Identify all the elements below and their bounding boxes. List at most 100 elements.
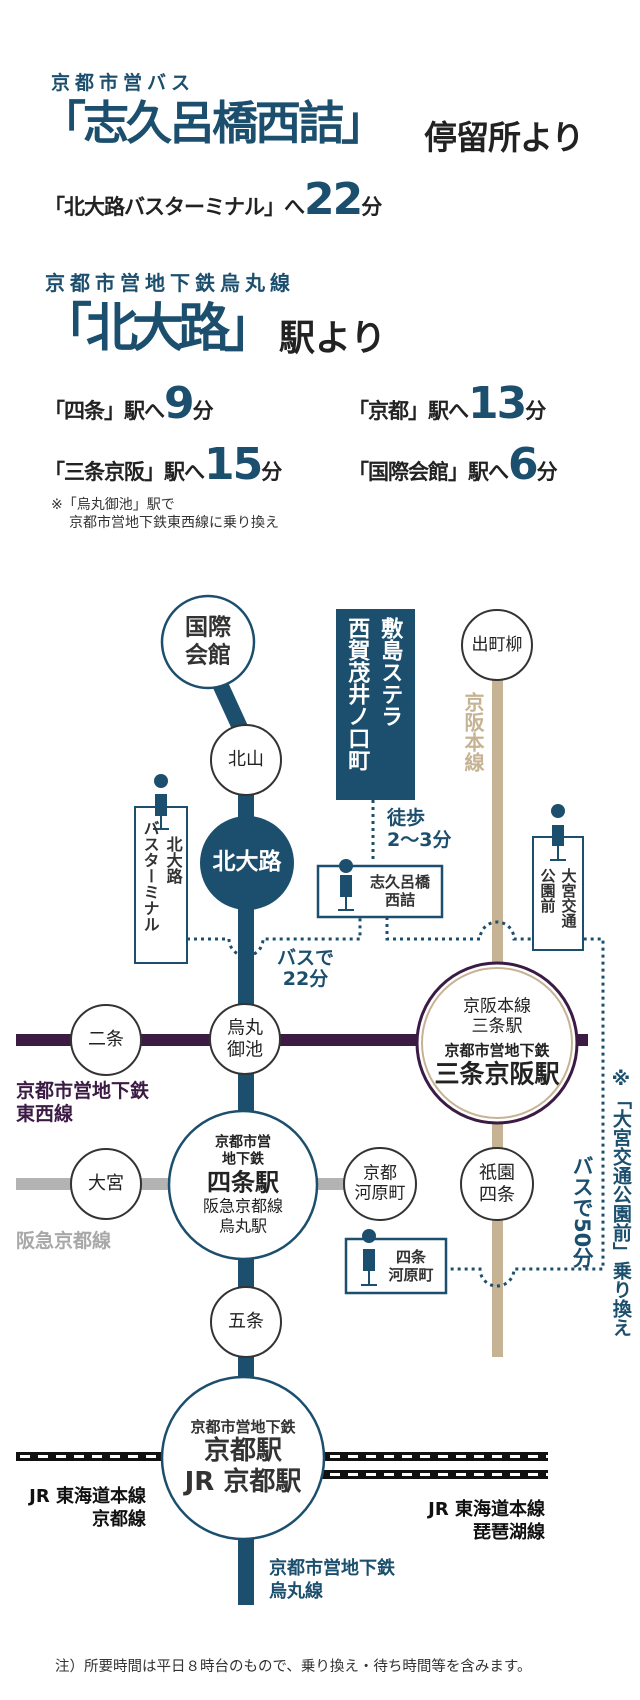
property-name-line2: 西賀茂井ノ口町: [344, 617, 370, 771]
station-gion-shijo-label: 祇園四条: [479, 1162, 515, 1205]
bus-operator-label: 京都市営バス: [51, 72, 196, 94]
destination-label: 「京都」駅へ: [348, 399, 469, 423]
label-line: JR 東海道本線: [29, 1486, 146, 1507]
station-gojo-label: 五条: [228, 1311, 264, 1333]
station-sanjo-keihan[interactable]: [415, 961, 579, 1125]
label-line: バスで: [277, 947, 335, 969]
bus-route-time: 「北大路バスターミナル」へ 22 分: [44, 174, 382, 225]
station-omiya[interactable]: [70, 1148, 142, 1220]
note-line: ※「烏丸御池」駅で: [51, 497, 175, 513]
station-suffix: 駅より: [279, 318, 387, 359]
bus-stop-shikuro-box[interactable]: [316, 864, 444, 919]
station-demachiyanagi[interactable]: [461, 609, 533, 681]
label-line: 四条: [479, 1184, 515, 1205]
time-to-kokusai-kaikan: 「国際会館」駅へ 6 分: [348, 439, 558, 490]
label-line: 22分: [282, 967, 329, 990]
station-kokusai-kaikan-label: 国際会館: [185, 614, 231, 669]
time-to-sanjo-keihan: 「三条京阪」駅へ 15 分: [44, 439, 282, 490]
footer-note: 注）所要時間は平日８時台のもので、乗り換え・待ち時間等を含みます。: [55, 1659, 532, 1675]
station-demachiyanagi-label: 出町柳: [471, 634, 523, 655]
label-line: 烏丸駅: [218, 1216, 268, 1236]
minutes-value: 15: [204, 439, 263, 490]
station-kawaramachi[interactable]: [343, 1147, 417, 1221]
station-kitayama-label: 北山: [228, 749, 264, 771]
label-line: 京都駅: [203, 1435, 282, 1466]
bus-stop-omiya-label-1: 大宮交通: [559, 868, 578, 928]
property-box: [336, 609, 415, 800]
jr-biwako-line-label: JR 東海道本線琵琶湖線: [428, 1499, 545, 1544]
station-karasuma-oike[interactable]: [209, 1003, 281, 1075]
bus-stop-suffix: 停留所より: [424, 118, 584, 157]
label-line: 西詰: [384, 891, 416, 909]
jr-kyoto-line-label: JR 東海道本線京都線: [29, 1486, 146, 1531]
destination-label: 「三条京阪」駅へ: [44, 460, 205, 484]
bus-stop-omiya-label-2: 公園前: [538, 868, 557, 913]
tozai-line-label: 京都市営地下鉄東西線: [16, 1080, 149, 1126]
label-line: 徒歩: [387, 807, 426, 829]
bus-route-destination: 「北大路バスターミナル」へ: [44, 195, 305, 219]
bus-stop-icon: [338, 859, 354, 911]
label-line: 三条京阪駅: [434, 1059, 560, 1089]
station-title: 「北大路」: [40, 299, 276, 359]
bus-route-omiya: [385, 917, 605, 1288]
label-line: 烏丸: [227, 1017, 263, 1039]
time-to-shijo: 「四条」駅へ 9 分: [44, 378, 214, 429]
label-line: 京都市営地下鉄: [190, 1417, 296, 1436]
station-kitaoji[interactable]: [200, 816, 294, 910]
minutes-value: 9: [164, 378, 195, 429]
minutes-unit: 分: [261, 460, 282, 484]
bus-stop-title: 「志久呂橋西詰」: [40, 96, 387, 150]
station-sanjo-keihan-label: 京阪本線 三条駅 京都市営地下鉄 三条京阪駅: [434, 997, 559, 1090]
label-line: 祇園: [479, 1162, 515, 1184]
label-line: 京都市営地下鉄: [269, 1558, 395, 1579]
bus-stop-icon: [361, 1229, 377, 1286]
station-gion-shijo[interactable]: [460, 1147, 534, 1221]
minutes-unit: 分: [525, 399, 546, 423]
station-nijo[interactable]: [70, 1004, 142, 1076]
label-line: 会館: [185, 642, 231, 668]
minutes-unit: 分: [192, 399, 214, 423]
minutes-unit: 分: [536, 460, 558, 484]
station-shijo-label: 京都市営 地下鉄 四条駅 阪急京都線 烏丸駅: [203, 1135, 283, 1236]
minutes-unit: 分: [361, 195, 382, 219]
bus-route-kitaoji: [187, 917, 362, 958]
label-line: 御池: [227, 1039, 263, 1060]
transfer-note: ※「烏丸御池」駅で 京都市営地下鉄東西線に乗り換え: [51, 496, 279, 532]
keihan-line-label: 京阪本線: [461, 692, 485, 772]
bus-stop-kitaoji-label-2: バスターミナル: [140, 820, 160, 932]
label-line: 2〜3分: [387, 828, 452, 851]
label-line: 国際: [185, 614, 231, 641]
label-line: 東西線: [16, 1102, 74, 1125]
label-line: 京都線: [92, 1508, 146, 1530]
bus-stop-kitaoji-label-1: 北大路: [163, 836, 183, 884]
station-shijo[interactable]: [167, 1109, 319, 1261]
station-kokusai-kaikan[interactable]: [160, 594, 256, 690]
station-karasuma-oike-label: 烏丸御池: [227, 1017, 263, 1060]
label-line: 四条駅: [206, 1168, 279, 1197]
label-line: 京都市営地下鉄: [16, 1080, 150, 1102]
station-kyoto[interactable]: [160, 1375, 326, 1541]
station-gojo[interactable]: [210, 1286, 282, 1358]
note-line: 京都市営地下鉄東西線に乗り換え: [69, 515, 279, 531]
minutes-value: 6: [508, 439, 539, 490]
label-line: 河原町: [354, 1184, 406, 1204]
jr-line-right: [320, 1452, 548, 1479]
label-line: 三条駅: [471, 1017, 523, 1037]
bus-route-minutes: 22: [304, 174, 363, 225]
jr-line-left: [16, 1452, 166, 1461]
station-kitayama[interactable]: [210, 724, 282, 796]
label-line: 志久呂橋: [369, 873, 431, 891]
destination-label: 「四条」駅へ: [44, 399, 165, 423]
time-to-kyoto: 「京都」駅へ 13 分: [348, 382, 546, 426]
label-line: 四条: [395, 1248, 427, 1266]
label-line: 京都: [363, 1163, 397, 1184]
label-line: 烏丸線: [269, 1580, 323, 1602]
station-sanjo-keihan-inner-ring: [421, 967, 573, 1119]
karasuma-line-north: [212, 680, 250, 736]
station-kitaoji-label: 北大路: [212, 849, 282, 876]
station-kyoto-label: 京都市営地下鉄 京都駅 JR 京都駅: [185, 1418, 302, 1498]
